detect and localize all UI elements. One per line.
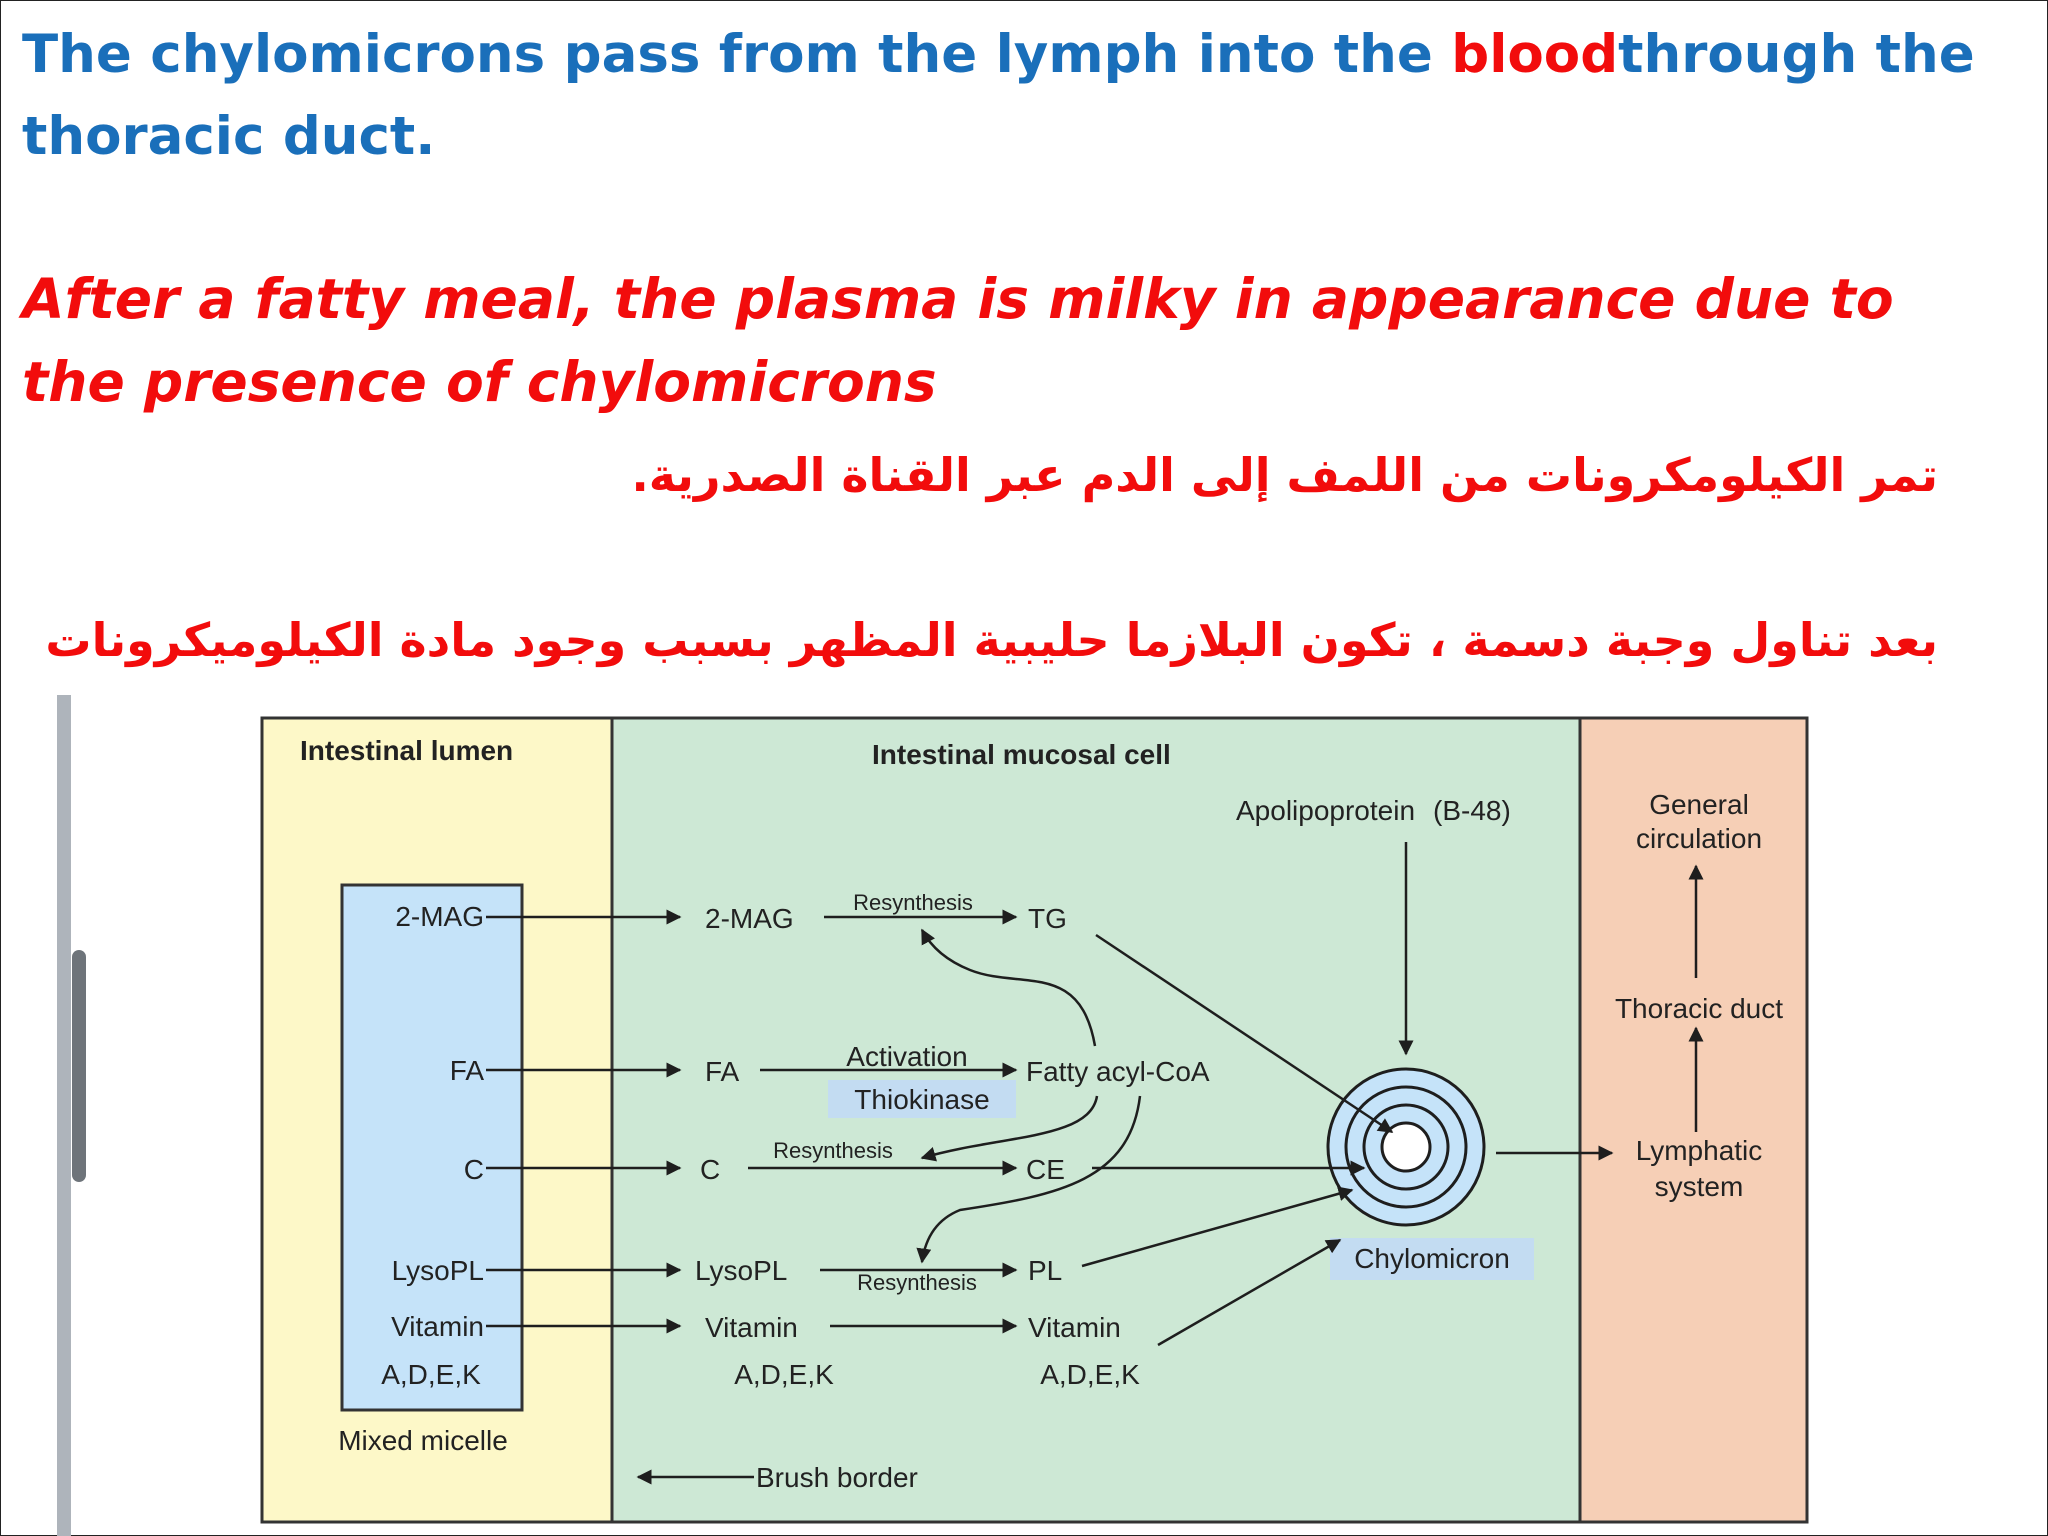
thoracic-duct-label: Thoracic duct bbox=[1615, 993, 1783, 1024]
cell-2mag: 2-MAG bbox=[705, 903, 794, 934]
scrollbar-track[interactable] bbox=[57, 695, 71, 1536]
micelle-item-fa: FA bbox=[450, 1055, 485, 1086]
cell-ce: CE bbox=[1026, 1154, 1065, 1185]
cell-c: C bbox=[700, 1154, 720, 1185]
cell-vitamin-out: Vitamin bbox=[1028, 1312, 1121, 1343]
apolipoprotein-code: (B-48) bbox=[1433, 795, 1511, 826]
mixed-micelle-box bbox=[340, 883, 524, 1412]
micelle-item-vitamin: Vitamin bbox=[391, 1311, 484, 1342]
cell-tg: TG bbox=[1028, 903, 1067, 934]
micelle-vitamin-sub: A,D,E,K bbox=[381, 1359, 481, 1390]
lumen-title: Intestinal lumen bbox=[300, 735, 513, 766]
heading-blood-word: blood bbox=[1451, 24, 1619, 85]
general-circulation-line-2: circulation bbox=[1636, 823, 1762, 854]
acyl-coa-curves bbox=[916, 928, 1142, 1264]
thiokinase-highlight bbox=[828, 1080, 1016, 1118]
micelle-item-lysopl: LysoPL bbox=[392, 1255, 484, 1286]
reaction-arrows bbox=[748, 909, 1018, 1334]
cell-vitamin-sub: A,D,E,K bbox=[734, 1359, 834, 1390]
scrollbar-thumb[interactable] bbox=[72, 950, 86, 1182]
heading-text-after: through the bbox=[1618, 24, 1975, 85]
apolipoprotein-name: Apolipoprotein bbox=[1236, 795, 1415, 826]
resynthesis-label-pl: Resynthesis bbox=[857, 1270, 977, 1295]
arabic-line-2: بعد تناول وجبة دسمة ، تكون البلازما حليب… bbox=[45, 613, 1938, 667]
uptake-arrows bbox=[486, 909, 682, 1334]
cell-vitamin: Vitamin bbox=[705, 1312, 798, 1343]
note-line-2: the presence of chylomicrons bbox=[22, 350, 937, 414]
cell-fatty-acyl-coa: Fatty acyl-CoA bbox=[1026, 1056, 1210, 1087]
thiokinase-label: Thiokinase bbox=[854, 1084, 989, 1115]
micelle-item-c: C bbox=[464, 1154, 484, 1185]
brush-border-label: Brush border bbox=[756, 1462, 918, 1493]
cell-lysopl: LysoPL bbox=[695, 1255, 787, 1286]
resynthesis-label-tg: Resynthesis bbox=[853, 890, 973, 915]
cell-fa: FA bbox=[705, 1056, 740, 1087]
chylomicron-label-highlight bbox=[1330, 1238, 1534, 1280]
heading-line-2: thoracic duct. bbox=[22, 106, 436, 167]
micelle-caption: Mixed micelle bbox=[338, 1425, 508, 1456]
cell-vitamin-out-sub: A,D,E,K bbox=[1040, 1359, 1140, 1390]
apolipoprotein-label: Apolipoprotein (B-48) bbox=[1236, 795, 1511, 826]
heading-line-1: The chylomicrons pass from the lymph int… bbox=[22, 28, 1975, 81]
micelle-item-2mag: 2-MAG bbox=[395, 901, 484, 932]
general-circulation-line-1: General bbox=[1649, 789, 1749, 820]
circulation-panel bbox=[1578, 716, 1809, 1524]
resynthesis-label-ce: Resynthesis bbox=[773, 1138, 893, 1163]
arabic-line-1: تمر الكيلومكرونات من اللمف إلى الدم عبر … bbox=[631, 448, 1938, 502]
cell-pl: PL bbox=[1028, 1255, 1062, 1286]
note-line-1: After a fatty meal, the plasma is milky … bbox=[22, 267, 1894, 331]
chylomicron-label: Chylomicron bbox=[1354, 1243, 1510, 1274]
lymphatic-line-2: system bbox=[1655, 1171, 1744, 1202]
chylomicron-particle bbox=[1326, 1067, 1486, 1227]
heading-text-before: The chylomicrons pass from the lymph int… bbox=[22, 24, 1452, 85]
activation-label: Activation bbox=[846, 1041, 967, 1072]
mucosal-title: Intestinal mucosal cell bbox=[872, 739, 1171, 770]
lymphatic-line-1: Lymphatic bbox=[1636, 1135, 1763, 1166]
assembly-arrows bbox=[1081, 842, 1614, 1347]
